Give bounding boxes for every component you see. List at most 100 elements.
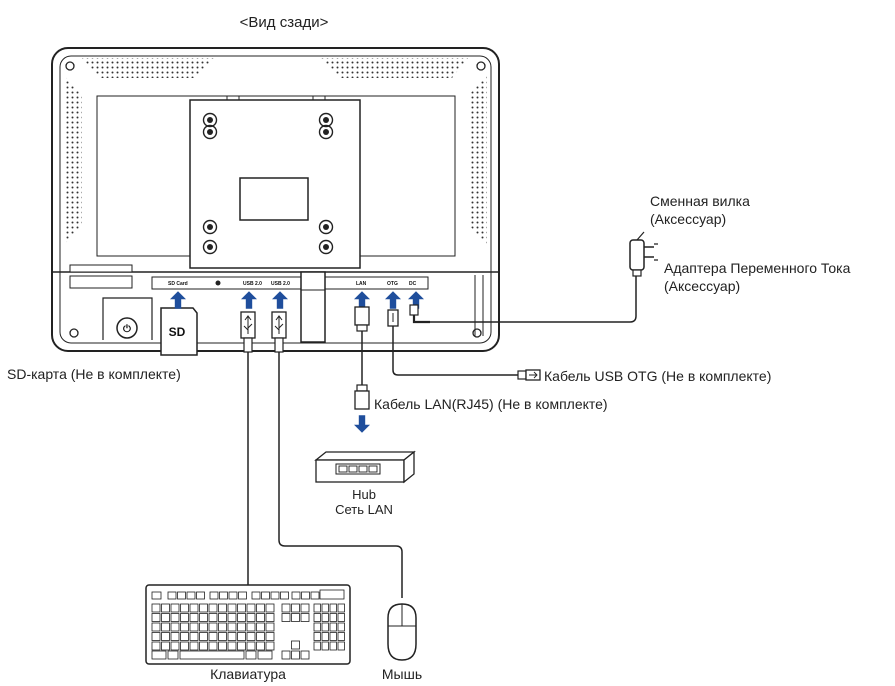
- keyboard-key: [280, 591, 289, 600]
- keyboard-key: [227, 613, 237, 622]
- label-keyboard: Клавиатура: [210, 666, 286, 682]
- keyboard-key: [265, 632, 275, 641]
- keyboard-key: [189, 613, 199, 622]
- keyboard-key: [208, 603, 218, 613]
- keyboard-key: [237, 632, 246, 641]
- keyboard-key: [170, 632, 180, 641]
- keyboard-key: [179, 650, 245, 660]
- label-mouse: Мышь: [381, 666, 423, 682]
- keyboard-key: [180, 641, 189, 651]
- keyboard-key: [199, 622, 208, 632]
- headphone-icon: [215, 280, 221, 286]
- keyboard-key: [177, 591, 186, 600]
- lan-plug: [354, 306, 370, 410]
- label-sd-card: SD-карта (Не в комплекте): [7, 366, 181, 382]
- network-hub: [314, 450, 416, 484]
- keyboard-key: [281, 613, 291, 622]
- keyboard-key: [219, 591, 228, 600]
- keyboard-key: [313, 641, 321, 651]
- keyboard-key: [151, 641, 161, 651]
- keyboard-key: [291, 603, 300, 613]
- keyboard-key: [161, 632, 170, 641]
- keyboard-key: [313, 622, 321, 632]
- keyboard-key: [237, 613, 246, 622]
- stand-neck: [300, 271, 326, 343]
- keyboard-key: [151, 613, 161, 622]
- keyboard-key: [180, 632, 189, 641]
- keyboard-key: [189, 632, 199, 641]
- keyboard-key: [246, 622, 256, 632]
- keyboard-key: [151, 622, 161, 632]
- keyboard-key: [189, 622, 199, 632]
- label-area: [239, 177, 309, 221]
- label-hub: Hub: [352, 487, 376, 502]
- usb-plug-keyboard: [240, 311, 256, 353]
- keyboard-key: [189, 603, 199, 613]
- keyboard-key: [227, 632, 237, 641]
- keyboard-key: [218, 622, 227, 632]
- keyboard-key: [161, 622, 170, 632]
- power-button[interactable]: [116, 317, 138, 339]
- keyboard-key: [281, 650, 291, 660]
- keyboard-key: [218, 603, 227, 613]
- keyboard-key: [321, 641, 329, 651]
- keyboard-key: [246, 641, 256, 651]
- keyboard-key: [208, 622, 218, 632]
- port-usb1: USB 2.0: [243, 281, 262, 287]
- keyboard-key: [313, 632, 321, 641]
- keyboard-key: [151, 603, 161, 613]
- sd-card-text: SD: [169, 325, 186, 339]
- keyboard-key: [237, 603, 246, 613]
- keyboard-key: [151, 650, 167, 660]
- keyboard-key: [329, 613, 337, 622]
- dc-power-cable: [409, 275, 637, 324]
- keyboard-key: [170, 641, 180, 651]
- keyboard-key: [180, 603, 189, 613]
- port-usb2: USB 2.0: [271, 281, 290, 287]
- keyboard-key: [196, 591, 205, 600]
- keyboard-key: [265, 603, 275, 613]
- port-strip: [151, 276, 429, 290]
- keyboard-key: [227, 641, 237, 651]
- keyboard-key: [218, 613, 227, 622]
- arrow-lan-down: [354, 415, 370, 433]
- keyboard-key: [228, 591, 238, 600]
- mouse-cable: [278, 352, 403, 598]
- keyboard-key: [265, 613, 275, 622]
- keyboard-key: [329, 622, 337, 632]
- keyboard-key: [251, 591, 261, 600]
- keyboard-key: [227, 622, 237, 632]
- keyboard-key: [199, 641, 208, 651]
- keyboard-key: [291, 591, 301, 600]
- keyboard-key: [218, 632, 227, 641]
- keyboard-key: [256, 622, 265, 632]
- keyboard-key: [291, 650, 300, 660]
- keyboard-key: [321, 632, 329, 641]
- keyboard-key: [281, 603, 291, 613]
- keyboard-key: [270, 591, 280, 600]
- keyboard-key: [208, 641, 218, 651]
- keyboard-key: [321, 613, 329, 622]
- page-title: <Вид сзади>: [239, 14, 329, 31]
- keyboard-key: [337, 622, 345, 632]
- port-sd: SD Card: [168, 281, 188, 287]
- label-plug-accessory: (Аксессуар): [650, 211, 727, 227]
- keyboard-key: [329, 603, 337, 613]
- keyboard-key: [257, 650, 273, 660]
- keyboard-key: [151, 632, 161, 641]
- keyboard-key: [170, 603, 180, 613]
- keyboard-key: [161, 603, 170, 613]
- otg-cable: [387, 309, 541, 381]
- keyboard-key: [170, 622, 180, 632]
- keyboard-key: [167, 650, 179, 660]
- vent-right: [469, 75, 487, 245]
- vent-left: [64, 75, 82, 245]
- keyboard-key: [189, 641, 199, 651]
- label-lan-cable: Кабель LAN(RJ45) (Не в комплекте): [374, 396, 608, 412]
- keyboard-key: [265, 641, 275, 651]
- keyboard-key: [291, 613, 300, 622]
- keyboard-key: [246, 632, 256, 641]
- keyboard-key: [186, 591, 196, 600]
- keyboard-key: [227, 603, 237, 613]
- keyboard-key: [237, 641, 246, 651]
